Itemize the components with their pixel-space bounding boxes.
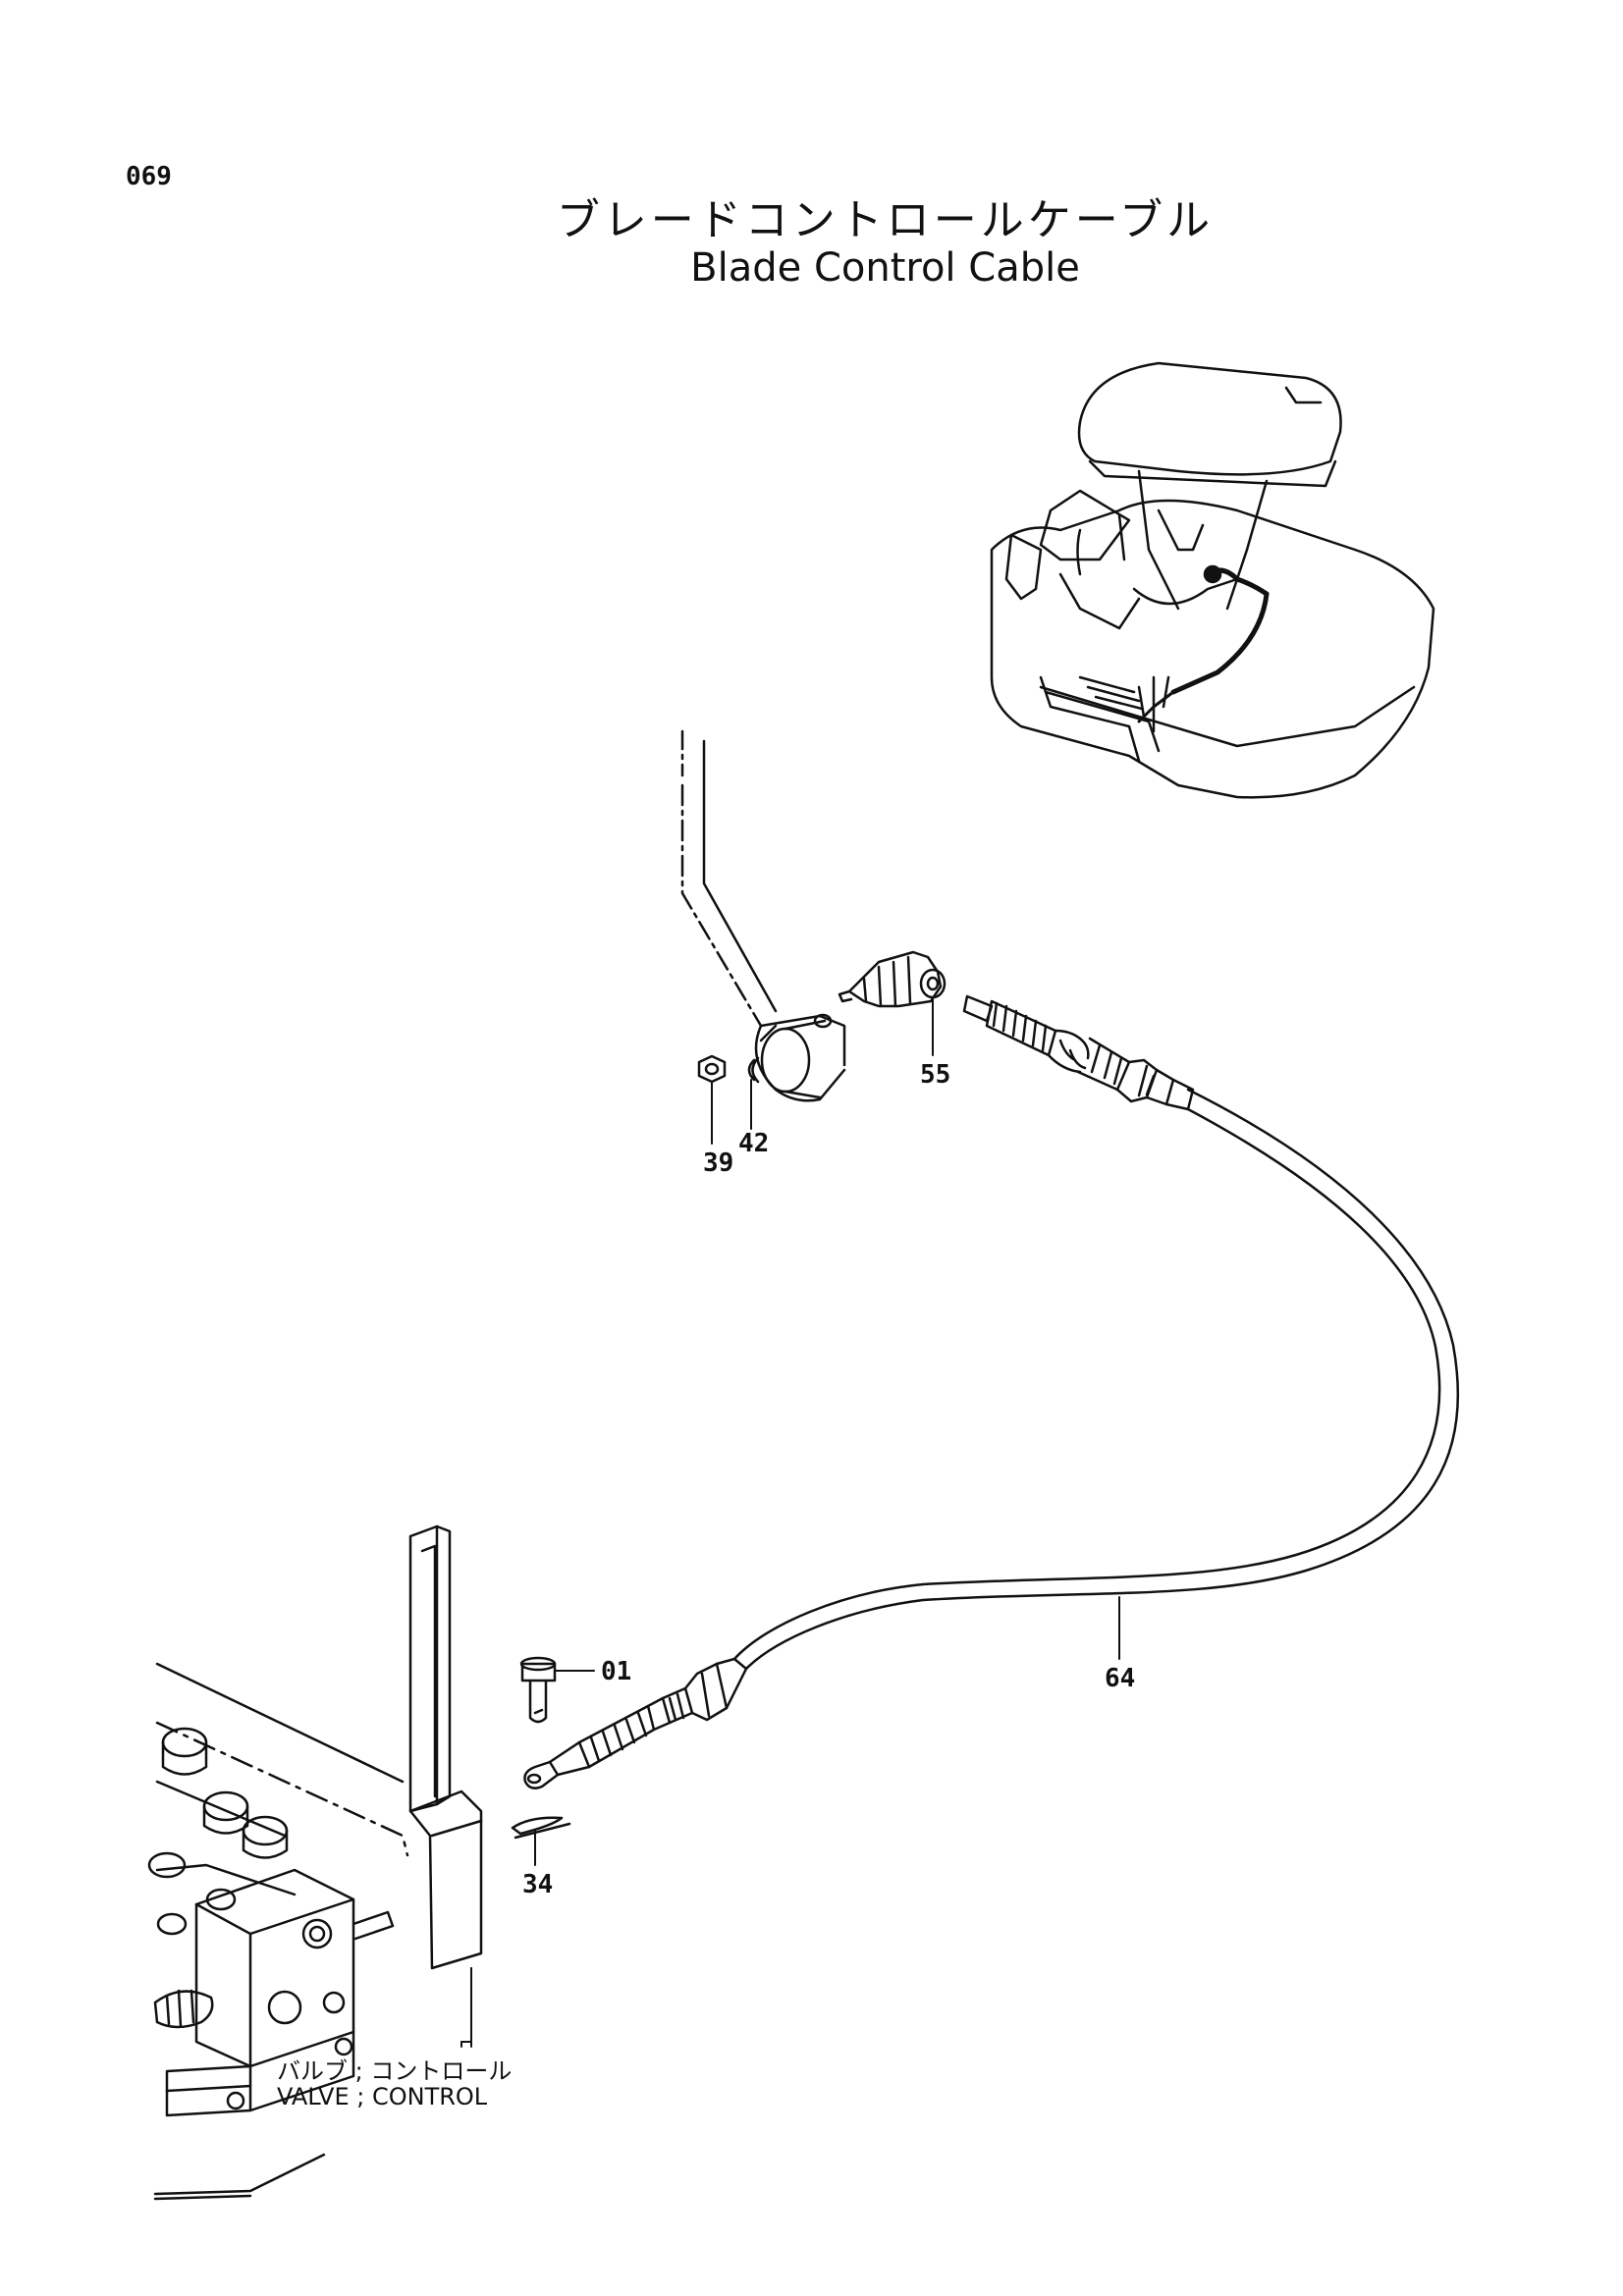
title-japanese-text: ブレードコントロールケーブル: [556, 195, 1215, 245]
title-japanese: ブレードコントロールケーブル: [0, 185, 1623, 247]
callout-39: 39: [703, 1148, 734, 1178]
leader-lines: [460, 997, 1120, 2048]
machine-overview-inset: [990, 361, 1435, 799]
rod-end-55: [838, 950, 947, 1008]
blade-lever-arm: [680, 729, 778, 1028]
control-valve: [147, 1662, 409, 2201]
callout-55: 55: [920, 1060, 951, 1090]
washer-42: [747, 1056, 760, 1084]
nut-39: [697, 1054, 727, 1084]
title-english-text: Blade Control Cable: [690, 245, 1080, 291]
cable-lower-end: [523, 1657, 748, 1789]
callout-34: 34: [522, 1870, 554, 1899]
callout-42: 42: [738, 1129, 770, 1158]
title-english: Blade Control Cable: [0, 245, 1623, 291]
cotter-pin-34: [511, 1816, 571, 1840]
page-number: 069: [126, 162, 172, 191]
cable-upper-end: [962, 994, 1195, 1111]
pin-01: [519, 1656, 557, 1724]
valve-label-jp: バルブ ; コントロール: [277, 2057, 513, 2085]
callout-01: 01: [601, 1657, 632, 1686]
valve-lever-plate: [408, 1524, 483, 1970]
control-cable-64: [732, 1088, 1460, 1671]
valve-label-en: VALVE ; CONTROL: [277, 2083, 488, 2110]
callout-64: 64: [1105, 1664, 1136, 1693]
lever-collar: [754, 1013, 846, 1102]
